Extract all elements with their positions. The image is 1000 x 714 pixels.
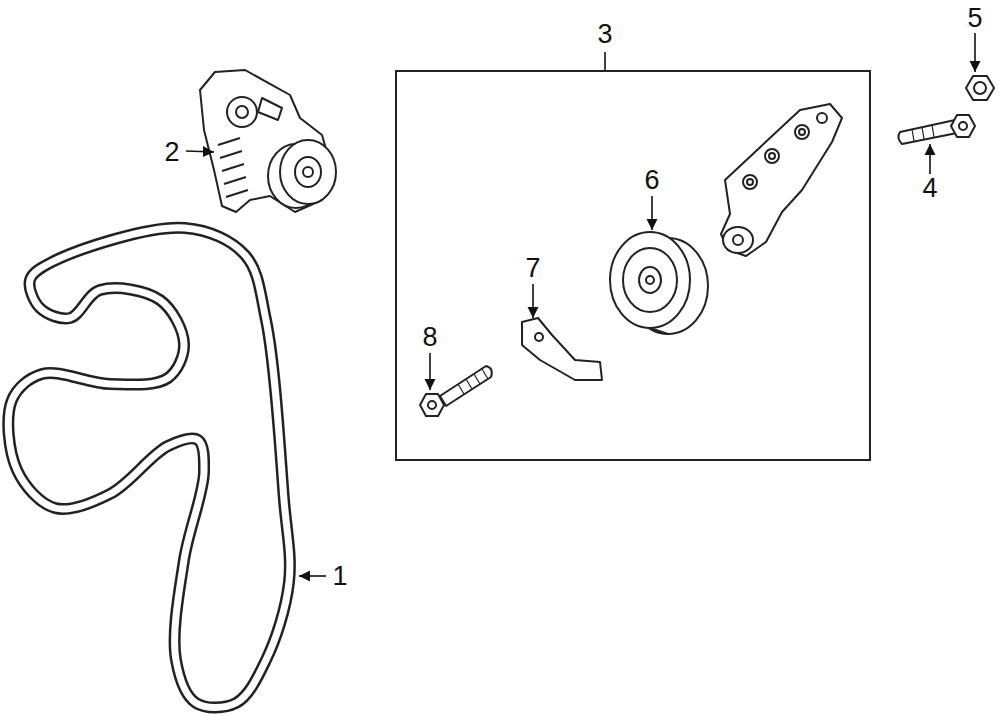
callout-number: 8 (422, 323, 437, 351)
leader-line (604, 52, 606, 70)
drive-belt (8, 228, 290, 708)
drive-belt-groove (8, 228, 290, 708)
callout-number: 4 (922, 174, 937, 202)
callout-number: 1 (332, 562, 347, 590)
bolt (898, 115, 975, 144)
leader-line (974, 33, 976, 72)
callout-number: 2 (164, 138, 179, 166)
idler-pulley (610, 232, 708, 334)
leader-line (186, 151, 214, 152)
callout-number: 7 (525, 254, 540, 282)
leader-line (299, 575, 326, 577)
frame-border (395, 70, 871, 461)
belt-tensioner (200, 70, 336, 212)
leader-line (651, 196, 653, 230)
assembly-frame: 3 (395, 20, 871, 461)
callout-number: 5 (967, 4, 982, 32)
callout-number: 3 (597, 20, 612, 48)
nut (966, 76, 994, 100)
pulley-shield (522, 318, 602, 380)
leader-line (429, 353, 431, 390)
idler-bracket (721, 104, 842, 256)
leader-line (929, 144, 931, 174)
callout-number: 6 (644, 166, 659, 194)
leader-line (532, 284, 534, 318)
